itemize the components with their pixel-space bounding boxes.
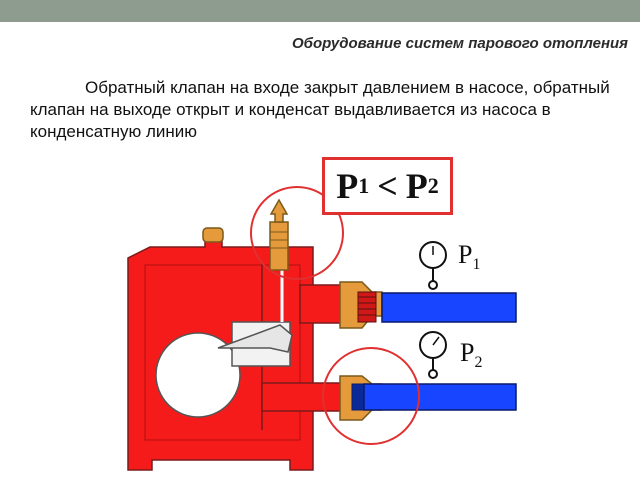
formula-right-index: 2 bbox=[427, 173, 439, 198]
pump-lug bbox=[202, 227, 224, 243]
gauge-1-symbol: P bbox=[458, 240, 473, 269]
formula-operator: < bbox=[377, 166, 398, 206]
steam-inlet-nozzle bbox=[269, 221, 289, 271]
formula-left-symbol: P bbox=[336, 166, 359, 206]
slide-header: Оборудование систем парового отопления bbox=[292, 35, 628, 52]
lower-valve-disc bbox=[351, 383, 365, 411]
lower-blue-pipe bbox=[363, 383, 517, 411]
top-band bbox=[0, 0, 640, 22]
gauge-2-label: P2 bbox=[460, 338, 482, 372]
lever-arm bbox=[217, 324, 293, 353]
formula-left-index: 1 bbox=[358, 173, 370, 198]
gauge-1-label: P1 bbox=[458, 240, 480, 274]
highlight-circle-top bbox=[250, 186, 344, 280]
formula-right-symbol: P bbox=[405, 166, 428, 206]
up-arrow bbox=[269, 198, 289, 223]
float-ball bbox=[155, 332, 241, 418]
gauge-2-symbol: P bbox=[460, 338, 475, 367]
body-paragraph: Обратный клапан на входе закрыт давление… bbox=[30, 78, 610, 141]
gauge-2-index: 2 bbox=[474, 354, 483, 371]
highlight-circle-bottom bbox=[322, 347, 420, 445]
lower-red-pipe bbox=[261, 382, 345, 412]
gauge-1-index: 1 bbox=[472, 256, 481, 273]
gauge-2-nut bbox=[428, 369, 438, 379]
upper-blue-pipe bbox=[381, 292, 517, 323]
gauge-1-nut bbox=[428, 280, 438, 290]
